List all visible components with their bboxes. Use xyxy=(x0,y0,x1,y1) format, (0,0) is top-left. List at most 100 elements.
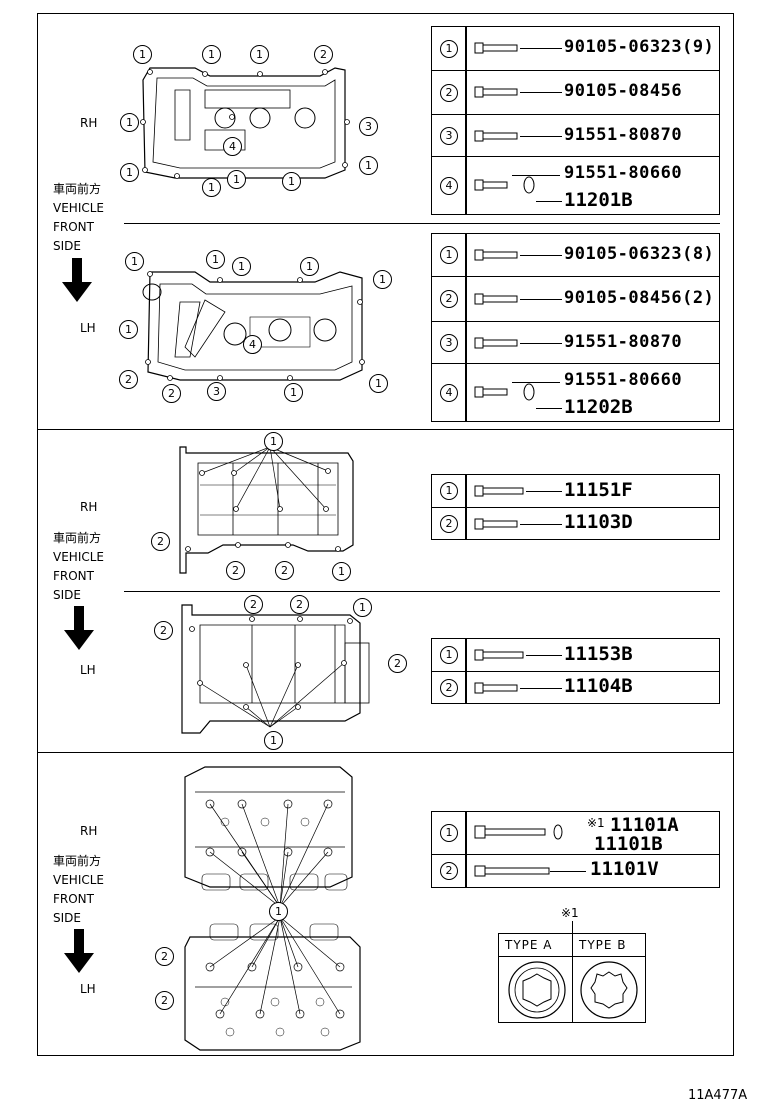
item-number: 1 xyxy=(440,246,458,264)
callout-1: 1 xyxy=(206,250,225,269)
callout-2: 2 xyxy=(275,561,294,580)
item-number: 3 xyxy=(440,126,458,145)
bolt-washer-icon xyxy=(474,824,563,840)
part-number: 11201B xyxy=(564,189,633,211)
callout-1: 1 xyxy=(264,731,283,750)
table-row: 4 91551-80660 11201B xyxy=(432,157,719,214)
part-number: 11101V xyxy=(590,858,659,880)
rh-cam-housing-drawing xyxy=(179,446,354,574)
callout-2: 2 xyxy=(388,654,407,673)
note-marker: ※1 xyxy=(587,816,605,830)
rh-bolt-table: 1 11151F 2 11103D xyxy=(431,474,720,540)
bolt-icon xyxy=(474,337,518,349)
rh-label: RH xyxy=(80,824,98,838)
lh-cylinder-head-cover-drawing xyxy=(142,271,365,381)
table-row: 2 90105-08456 xyxy=(432,71,719,115)
lh-label: LH xyxy=(80,321,96,335)
table-row: 1 90105-06323(9) xyxy=(432,27,719,71)
part-number: 91551-80870 xyxy=(564,332,683,352)
vehicle-front-side-label: 車両前方 VEHICLE FRONT SIDE xyxy=(53,531,104,602)
bolt-icon xyxy=(474,518,518,530)
bolt-washer-icon xyxy=(474,176,535,194)
part-number: 11104B xyxy=(564,675,633,697)
section-divider xyxy=(37,429,734,430)
callout-2: 2 xyxy=(155,991,174,1010)
callout-1: 1 xyxy=(125,252,144,271)
callout-1: 1 xyxy=(119,320,138,339)
diagram-code: 11A477A xyxy=(688,1088,748,1103)
callout-1: 1 xyxy=(202,178,221,197)
callout-1: 1 xyxy=(353,598,372,617)
callout-1: 1 xyxy=(373,270,392,289)
bolt-icon xyxy=(474,485,524,497)
type-b-bolt-head-icon xyxy=(580,961,638,1019)
part-number: 11202B xyxy=(564,396,633,418)
front-arrow-icon xyxy=(64,929,94,973)
lh-label: LH xyxy=(80,663,96,677)
rh-lh-divider xyxy=(124,591,720,592)
callout-2: 2 xyxy=(314,45,333,64)
callout-1: 1 xyxy=(359,156,378,175)
callout-1: 1 xyxy=(369,374,388,393)
front-arrow-icon xyxy=(62,258,92,302)
bolt-icon xyxy=(474,865,550,877)
type-note-marker: ※1 xyxy=(561,906,579,920)
part-number: 90105-06323(8) xyxy=(564,244,715,264)
table-row: 1 11151F xyxy=(432,475,719,508)
table-row: 1 90105-06323(8) xyxy=(432,234,719,277)
callout-2: 2 xyxy=(226,561,245,580)
bolt-washer-icon xyxy=(474,383,535,401)
callout-2: 2 xyxy=(244,595,263,614)
item-number: 1 xyxy=(440,482,458,500)
callout-1: 1 xyxy=(250,45,269,64)
callout-1: 1 xyxy=(284,383,303,402)
item-number: 2 xyxy=(440,514,458,533)
diagram-frame xyxy=(37,13,734,1056)
lh-bolt-table: 1 11153B 2 11104B xyxy=(431,638,720,704)
type-a-label: TYPE A xyxy=(505,938,553,952)
bolt-icon xyxy=(474,42,518,54)
section-divider xyxy=(37,752,734,753)
table-row: 3 91551-80870 xyxy=(432,115,719,157)
part-number: 90105-06323(9) xyxy=(564,37,715,57)
callout-3: 3 xyxy=(359,117,378,136)
callout-1: 1 xyxy=(133,45,152,64)
part-number: 11103D xyxy=(564,511,633,533)
table-row: 1 11153B xyxy=(432,639,719,672)
rh-label: RH xyxy=(80,500,98,514)
callout-1: 1 xyxy=(202,45,221,64)
vehicle-front-side-label: 車両前方 VEHICLE FRONT SIDE xyxy=(53,854,104,925)
item-number: 1 xyxy=(440,824,458,842)
bolt-icon xyxy=(474,682,518,694)
bolt-icon xyxy=(474,293,518,305)
callout-4: 4 xyxy=(223,137,242,156)
callout-2: 2 xyxy=(151,532,170,551)
lh-label: LH xyxy=(80,982,96,996)
part-number: 11153B xyxy=(564,643,633,665)
part-number: 91551-80870 xyxy=(564,125,683,145)
callout-2: 2 xyxy=(155,947,174,966)
vehicle-front-side-label: 車両前方 VEHICLE FRONT SIDE xyxy=(53,182,104,253)
callout-1: 1 xyxy=(269,902,288,921)
item-number: 2 xyxy=(440,83,458,102)
item-number: 1 xyxy=(440,39,458,58)
callout-1: 1 xyxy=(264,432,283,451)
item-number: 2 xyxy=(440,290,458,308)
type-b-label: TYPE B xyxy=(579,938,627,952)
callout-2: 2 xyxy=(290,595,309,614)
callout-2: 2 xyxy=(119,370,138,389)
callout-1: 1 xyxy=(120,163,139,182)
item-number: 4 xyxy=(440,176,458,195)
part-number: 90105-08456 xyxy=(564,81,683,101)
callout-1: 1 xyxy=(232,257,251,276)
bolt-icon xyxy=(474,249,518,261)
table-row: 2 11104B xyxy=(432,672,719,703)
front-arrow-icon xyxy=(64,606,94,650)
item-number: 3 xyxy=(440,333,458,352)
part-number: 11101A xyxy=(610,814,679,836)
rh-cylinder-head-cover-drawing xyxy=(140,67,350,179)
item-number: 2 xyxy=(440,678,458,697)
table-row: 2 11103D xyxy=(432,508,719,539)
bolt-icon xyxy=(474,86,518,98)
callout-1: 1 xyxy=(332,562,351,581)
